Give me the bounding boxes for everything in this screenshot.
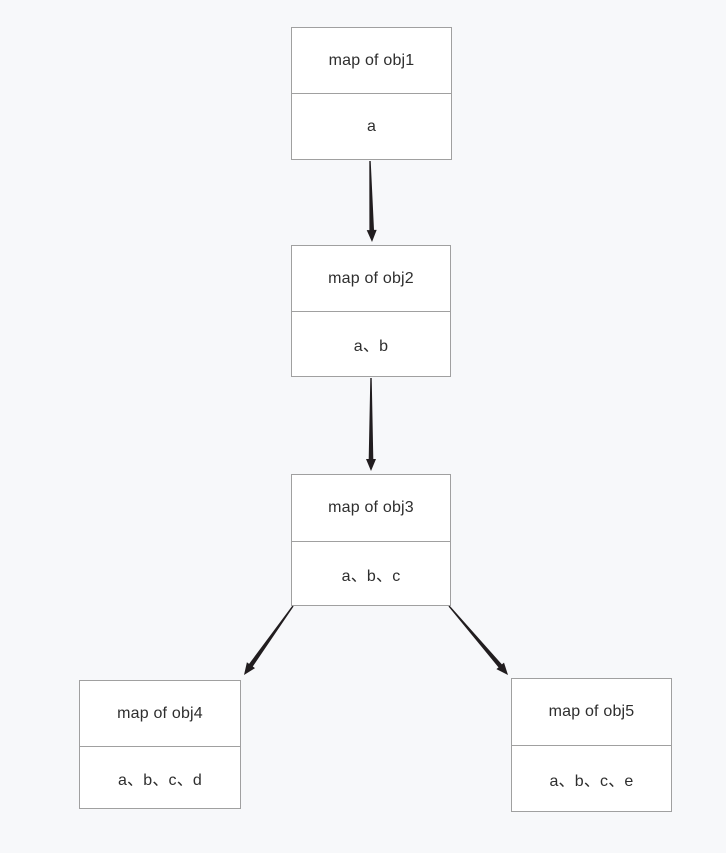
node-value: a、b、c、d bbox=[117, 771, 203, 789]
node-title: map of obj2 bbox=[292, 246, 450, 312]
node-obj3[interactable]: map of obj3 a、b、c bbox=[291, 474, 451, 606]
node-value: a、b、c bbox=[341, 567, 401, 585]
edge-arrow-obj2-obj3 bbox=[366, 378, 376, 471]
node-obj1[interactable]: map of obj1 a bbox=[291, 27, 452, 160]
edge-arrow-obj1-obj2 bbox=[366, 161, 377, 242]
node-obj4[interactable]: map of obj4 a、b、c、d bbox=[79, 680, 241, 809]
node-title: map of obj1 bbox=[292, 28, 451, 94]
node-value: a bbox=[366, 117, 377, 135]
node-value: a、b、c、e bbox=[549, 772, 634, 790]
node-title: map of obj5 bbox=[512, 679, 671, 746]
edge-arrow-obj3-obj4 bbox=[244, 605, 294, 675]
node-value: a、b bbox=[353, 338, 389, 355]
node-obj2[interactable]: map of obj2 a、b bbox=[291, 245, 451, 377]
edge-arrow-obj3-obj5 bbox=[448, 605, 508, 675]
node-title: map of obj4 bbox=[80, 681, 240, 747]
node-obj5[interactable]: map of obj5 a、b、c、e bbox=[511, 678, 672, 812]
node-title: map of obj3 bbox=[292, 475, 450, 542]
